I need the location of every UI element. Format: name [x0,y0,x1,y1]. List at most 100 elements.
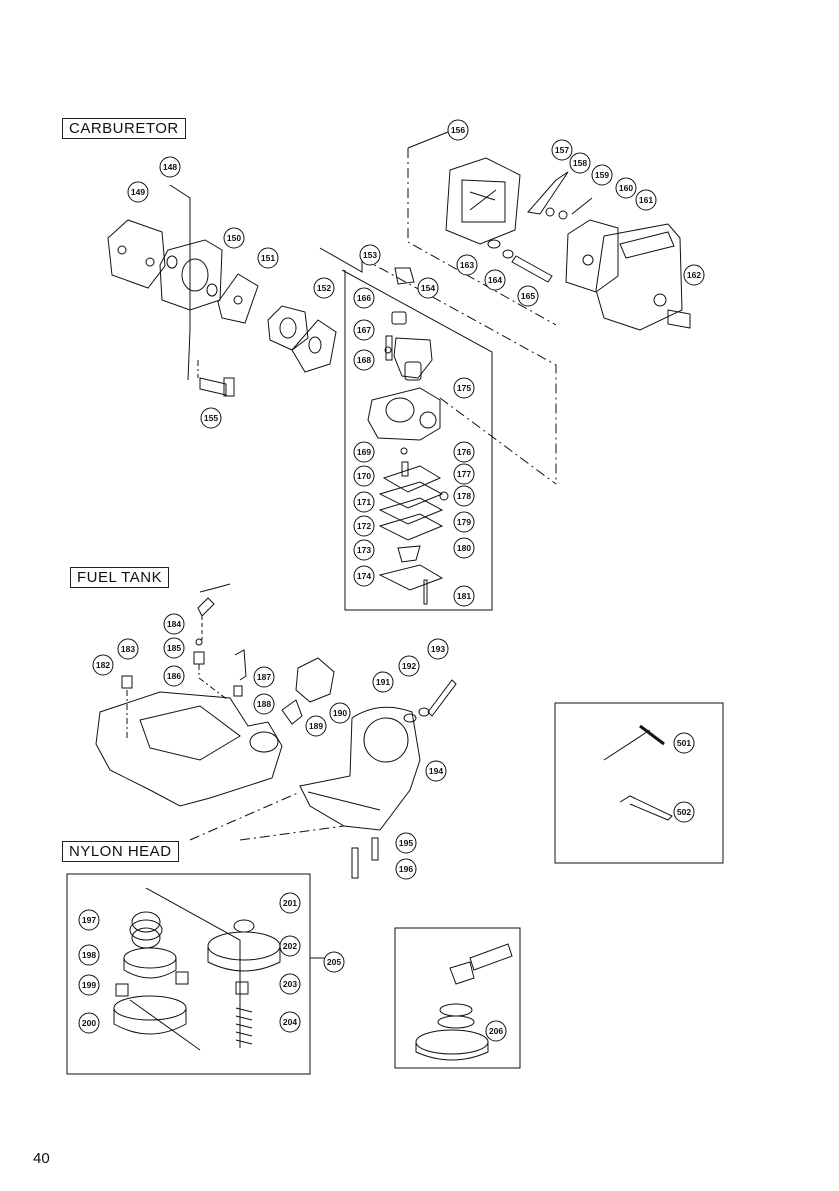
callout-number: 184 [167,619,181,629]
callout-number: 183 [121,644,135,654]
line-187 [235,650,246,680]
tool-502 [620,796,672,820]
callout-193: 193 [428,639,448,659]
callout-number: 188 [257,699,271,709]
part-158 [559,211,567,219]
part-175 [394,338,432,378]
callout-153: 153 [360,245,380,265]
part-173 [398,546,420,562]
callout-196: 196 [396,859,416,879]
callout-201: 201 [280,893,300,913]
callout-187: 187 [254,667,274,687]
callout-number: 174 [357,571,371,581]
callout-168: 168 [354,350,374,370]
callout-number: 168 [357,355,371,365]
callout-169: 169 [354,442,374,462]
callout-152: 152 [314,278,334,298]
housing-200 [114,996,186,1020]
callout-number: 161 [639,195,653,205]
callout-154: 154 [418,278,438,298]
air-cleaner-156 [446,158,520,244]
callout-205: 205 [324,952,344,972]
gasket-hole [118,246,126,254]
callout-number: 175 [457,383,471,393]
callout-number: 152 [317,283,331,293]
callout-157: 157 [552,140,572,160]
page-number: 40 [33,1150,50,1167]
callout-170: 170 [354,466,374,486]
cover-202 [208,932,280,960]
leader-line [408,130,453,148]
callout-number: 197 [82,915,96,925]
callout-502: 502 [674,802,694,822]
shaft-206 [470,944,512,970]
callout-175: 175 [454,378,474,398]
callout-number: 148 [163,162,177,172]
callout-number: 194 [429,766,443,776]
bolt-196 [352,848,358,878]
callout-number: 201 [283,898,297,908]
callout-189: 189 [306,716,326,736]
part-179 [380,498,442,524]
leader-line [320,248,362,272]
filter-184 [198,598,214,616]
gasket-149 [108,220,165,288]
washer-163 [488,240,500,248]
callout-number: 162 [687,270,701,280]
callout-number: 177 [457,469,471,479]
callout-number: 195 [399,838,413,848]
tool-501 [604,730,650,760]
clip-162 [668,310,690,328]
callout-199: 199 [79,975,99,995]
callout-number: 165 [521,291,535,301]
callout-number: 171 [357,497,371,507]
callout-198: 198 [79,945,99,965]
part-169 [401,448,407,454]
cover-161 [596,224,682,330]
bolt-195 [372,838,378,860]
callout-190: 190 [330,703,350,723]
callout-192: 192 [399,656,419,676]
callout-195: 195 [396,833,416,853]
callout-number: 199 [82,980,96,990]
callout-number: 170 [357,471,371,481]
callout-number: 205 [327,957,341,967]
callout-number: 204 [283,1017,297,1027]
part-166 [392,312,406,324]
callout-186: 186 [164,666,184,686]
tank-cap-190 [296,658,334,702]
callout-number: 163 [460,260,474,270]
washer-164 [503,250,513,258]
callout-number: 182 [96,660,110,670]
part-178 [440,492,448,500]
callout-159: 159 [592,165,612,185]
bolt-165 [512,256,552,282]
callout-155: 155 [201,408,221,428]
callout-172: 172 [354,516,374,536]
callout-number: 202 [283,941,297,951]
plate-160 [566,220,618,292]
callout-165: 165 [518,286,538,306]
callout-188: 188 [254,694,274,714]
carburetor-body [368,388,440,440]
screw-155 [200,378,226,395]
callout-number: 158 [573,158,587,168]
callout-number: 173 [357,545,371,555]
part-174 [380,565,442,590]
callout-number: 191 [376,677,390,687]
callout-180: 180 [454,538,474,558]
callout-191: 191 [373,672,393,692]
callout-166: 166 [354,288,374,308]
part-186 [194,652,204,664]
callout-number: 156 [451,125,465,135]
callout-number: 172 [357,521,371,531]
callout-177: 177 [454,464,474,484]
screw-167 [386,336,392,360]
callout-176: 176 [454,442,474,462]
callout-203: 203 [280,974,300,994]
leader-line [170,185,190,380]
insulator-bore [182,259,208,291]
callout-151: 151 [258,248,278,268]
callout-174: 174 [354,566,374,586]
callout-156: 156 [448,120,468,140]
